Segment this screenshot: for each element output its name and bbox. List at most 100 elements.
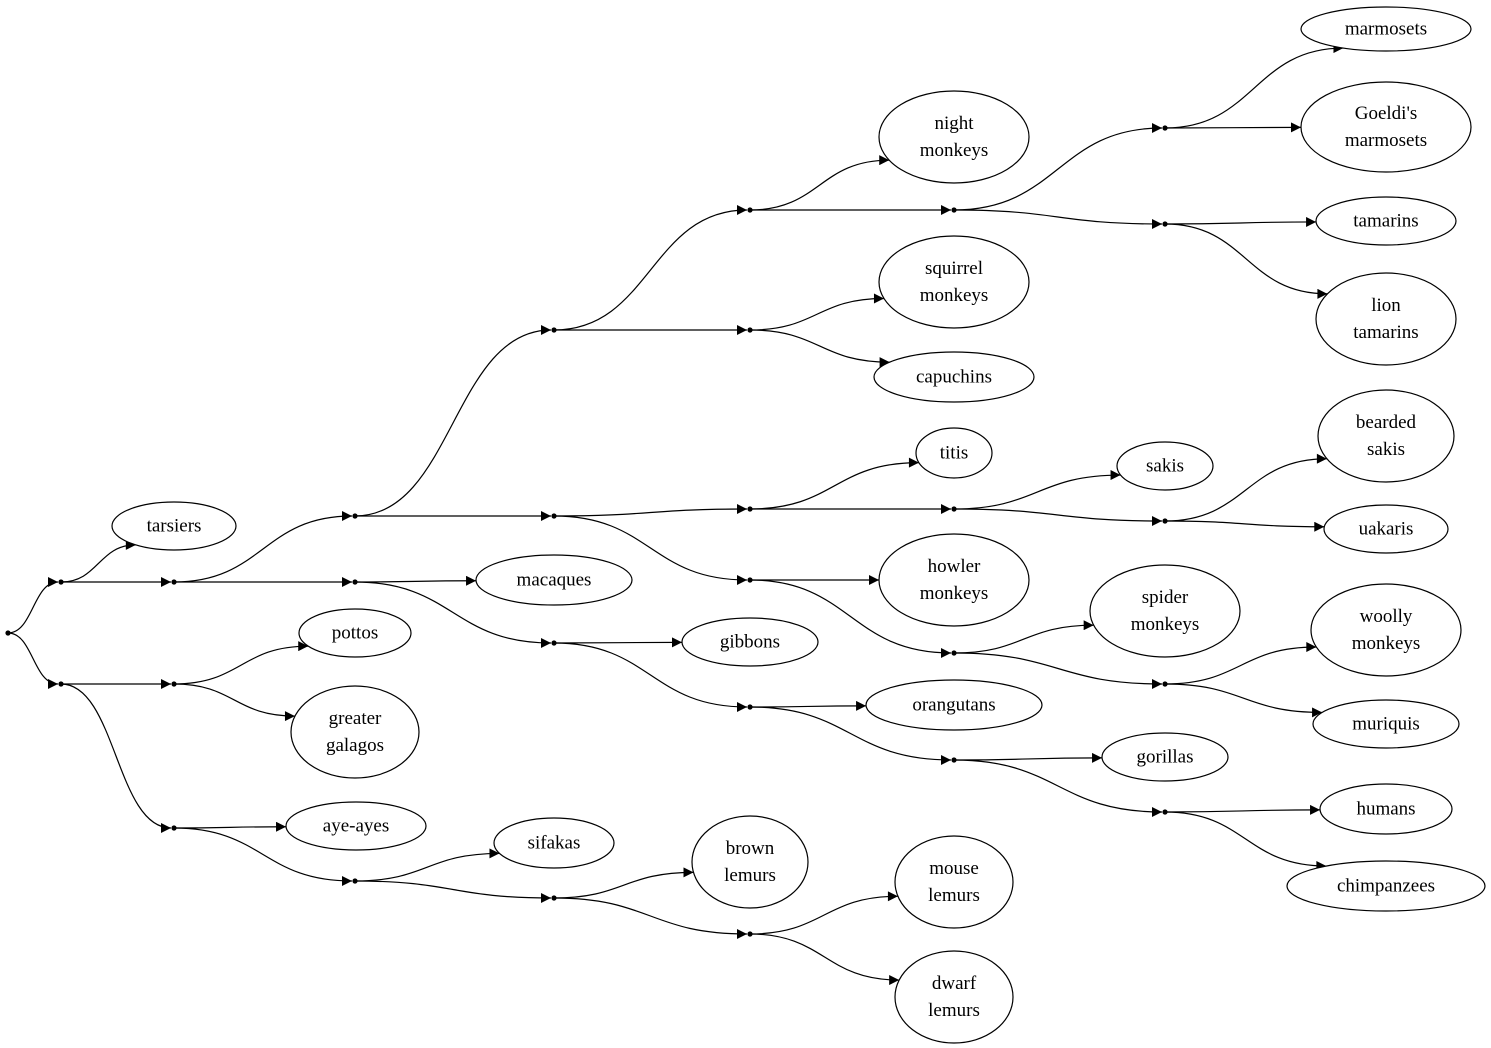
edge-j27-to-mouse_lemurs bbox=[749, 891, 898, 935]
leaf-label: tarsiers bbox=[147, 516, 202, 537]
edge-j19-to-gibbons bbox=[553, 637, 683, 648]
edge-j20-to-orangutans bbox=[749, 700, 867, 711]
junction-node-j19 bbox=[551, 640, 557, 646]
junction-node-j3 bbox=[171, 579, 177, 585]
junction-node-j26 bbox=[551, 895, 557, 901]
edge-j18-to-woolly_monkeys bbox=[1164, 642, 1317, 685]
leaf-label: humans bbox=[1356, 799, 1415, 820]
leaf-ellipse bbox=[878, 533, 1030, 627]
leaf-ellipse bbox=[873, 351, 1035, 403]
leaf-label: dwarf bbox=[932, 973, 977, 994]
leaf-ellipse bbox=[285, 801, 427, 851]
edge-j15-to-sakis bbox=[953, 470, 1121, 510]
edge-j22-to-chimpanzees bbox=[1164, 811, 1327, 872]
leaf-label: sifakas bbox=[528, 833, 581, 854]
leaf-label: aye-ayes bbox=[323, 816, 389, 837]
edge-j1-to-tarsiers bbox=[60, 539, 136, 583]
edge-j26-to-j27 bbox=[553, 897, 748, 939]
edge-j7-to-j13 bbox=[553, 504, 748, 517]
leaf-ellipse bbox=[1300, 81, 1472, 173]
leaf-ellipse bbox=[894, 835, 1014, 929]
edge-j25-to-sifakas bbox=[354, 848, 500, 882]
edge-j19-to-j20 bbox=[553, 642, 748, 712]
leaf-node-gibbons: gibbons bbox=[681, 617, 819, 667]
junction-node-j15 bbox=[951, 506, 957, 512]
leaf-label: lemurs bbox=[928, 1000, 980, 1021]
edge-j11-to-goeldis_marmosets bbox=[1164, 122, 1302, 133]
edge-j13-to-titis bbox=[749, 457, 919, 510]
leaf-node-humans: humans bbox=[1319, 783, 1453, 835]
edge-root-to-j1 bbox=[7, 577, 59, 634]
leaf-ellipse bbox=[915, 427, 993, 479]
leaf-node-gorillas: gorillas bbox=[1101, 732, 1229, 782]
junction-node-j23 bbox=[171, 681, 177, 687]
junction-node-j22 bbox=[1162, 809, 1168, 815]
leaf-label: Goeldi's bbox=[1355, 103, 1418, 124]
leaf-label: monkeys bbox=[1352, 633, 1421, 654]
edge-j14-to-j17 bbox=[749, 579, 952, 658]
junction-node-j14 bbox=[747, 577, 753, 583]
edge-j5-to-macaques bbox=[354, 575, 477, 586]
leaf-label: mouse bbox=[929, 858, 979, 879]
leaf-ellipse bbox=[298, 608, 412, 658]
leaf-node-goeldis-marmosets: Goeldi's marmosets bbox=[1300, 81, 1472, 173]
edge-j4-to-j6 bbox=[354, 325, 552, 517]
leaf-label: monkeys bbox=[920, 140, 989, 161]
leaf-node-sifakas: sifakas bbox=[493, 817, 615, 869]
junction-node-j10 bbox=[951, 207, 957, 213]
leaf-node-muriquis: muriquis bbox=[1312, 699, 1460, 749]
edge-j20-to-j21 bbox=[749, 706, 952, 765]
leaf-ellipse bbox=[1323, 504, 1449, 554]
leaf-ellipse bbox=[878, 235, 1030, 329]
junction-node-j4 bbox=[352, 513, 358, 519]
junction-node-j25 bbox=[352, 878, 358, 884]
junction-node-j21 bbox=[951, 757, 957, 763]
leaf-label: monkeys bbox=[920, 285, 989, 306]
edge-j24-to-aye_ayes bbox=[173, 821, 287, 832]
leaf-ellipse bbox=[1310, 583, 1462, 677]
leaf-label: galagos bbox=[326, 735, 384, 756]
junction-node-j13 bbox=[747, 506, 753, 512]
junction-node-j17 bbox=[951, 650, 957, 656]
leaf-label: orangutans bbox=[912, 695, 995, 716]
junction-node-j12 bbox=[1162, 221, 1168, 227]
nodes-layer: marmosetsGoeldi'smarmosetsnightmonkeysta… bbox=[5, 6, 1486, 1044]
leaf-ellipse bbox=[865, 679, 1043, 731]
junction-node-j24 bbox=[171, 825, 177, 831]
leaf-label: pottos bbox=[332, 623, 378, 644]
leaf-label: gibbons bbox=[720, 632, 780, 653]
leaf-node-tamarins: tamarins bbox=[1315, 196, 1457, 246]
edge-j23-to-greater_galagos bbox=[173, 683, 295, 722]
edge-j22-to-humans bbox=[1164, 804, 1321, 815]
leaf-ellipse bbox=[1089, 564, 1241, 658]
leaf-label: macaques bbox=[517, 570, 592, 591]
leaf-label: capuchins bbox=[916, 367, 992, 388]
leaf-label: sakis bbox=[1367, 439, 1405, 460]
leaf-ellipse bbox=[1300, 6, 1472, 52]
leaf-node-dwarf-lemurs: dwarf lemurs bbox=[894, 950, 1014, 1044]
junction-node-j6 bbox=[551, 327, 557, 333]
junction-node-j1 bbox=[58, 579, 64, 585]
leaf-label: tamarins bbox=[1353, 322, 1418, 343]
leaf-label: titis bbox=[940, 443, 969, 464]
leaf-label: marmosets bbox=[1345, 130, 1427, 151]
edge-j25-to-j26 bbox=[354, 880, 552, 903]
junction-node-j27 bbox=[747, 931, 753, 937]
edge-j8-to-night_monkeys bbox=[749, 155, 890, 211]
edge-j27-to-dwarf_lemurs bbox=[749, 933, 900, 986]
leaf-ellipse bbox=[1315, 272, 1457, 366]
leaf-node-greater-galagos: greater galagos bbox=[290, 685, 420, 779]
edge-j18-to-muriquis bbox=[1164, 683, 1323, 718]
junction-node-root bbox=[5, 630, 11, 636]
edge-j10-to-j11 bbox=[953, 123, 1163, 211]
leaf-label: lemurs bbox=[724, 865, 776, 886]
leaf-ellipse bbox=[475, 554, 633, 606]
leaf-label: greater bbox=[329, 708, 382, 729]
edge-j2-to-j24 bbox=[60, 683, 172, 833]
edge-j21-to-gorillas bbox=[953, 752, 1103, 763]
